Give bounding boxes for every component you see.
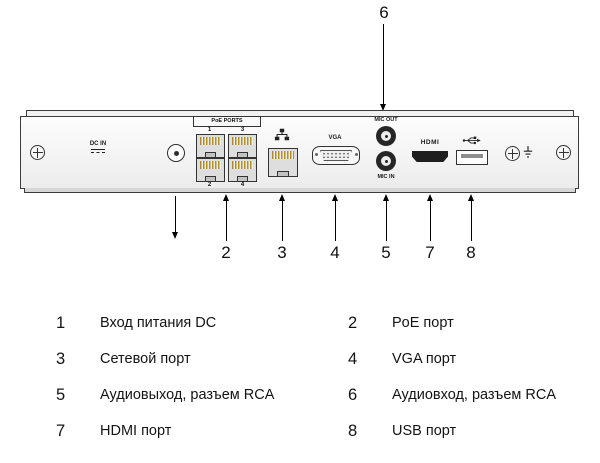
mic-in-label: MIC IN (377, 174, 395, 180)
poe-port-2 (196, 158, 225, 182)
legend-item-1: 1 Вход питания DC (48, 314, 340, 333)
callout-number-2: 2 (221, 243, 231, 262)
network-icon (274, 128, 290, 141)
usb-icon (462, 136, 481, 145)
callout-7-arrowhead-icon (426, 194, 433, 201)
legend-number: 3 (56, 349, 66, 368)
legend-number: 2 (348, 313, 358, 332)
callout-number-7: 7 (425, 243, 435, 262)
vga-label: VGA (328, 135, 342, 141)
legend-label: VGA порт (392, 351, 457, 367)
legend-item-6: 6 Аудиовход, разъем RCA (340, 386, 556, 405)
ground-symbol-icon (523, 146, 533, 158)
poe-port-4-number: 4 (240, 182, 245, 188)
poe-port-3 (228, 134, 257, 158)
right-mount-screw-icon (556, 145, 571, 160)
legend-item-3: 3 Сетевой порт (48, 350, 340, 369)
poe-port-1-number: 1 (207, 127, 212, 133)
callout-8-arrowhead-icon (467, 194, 474, 201)
poe-port-3-number: 3 (240, 127, 245, 133)
legend-number: 8 (348, 421, 358, 440)
callout-8-arrow-line (471, 201, 473, 241)
legend: 1 Вход питания DC 2 PoE порт 3 Сетевой п… (48, 305, 556, 449)
callout-number-8: 8 (466, 243, 476, 262)
legend-label: PoE порт (392, 315, 454, 331)
callout-5-arrowhead-icon (382, 194, 389, 201)
vga-port (312, 146, 360, 165)
callout-6-arrow-line (383, 24, 385, 104)
ground-screw-icon (505, 146, 520, 161)
callout-number-4: 4 (330, 243, 340, 262)
mic-out-label: MIC OUT (374, 117, 398, 123)
chassis-base (24, 188, 576, 193)
poe-bottom-numbers: 2 4 (193, 182, 259, 188)
callout-6-arrowhead-icon (380, 104, 386, 111)
callout-5-arrow-line (386, 201, 388, 241)
audio-out-rca-jack (376, 126, 396, 146)
callout-number-6: 6 (379, 3, 389, 22)
callout-1-arrowhead-icon (172, 232, 178, 239)
dc-in-label-group: DC IN (82, 141, 114, 153)
poe-ports-label: PoE PORTS (193, 116, 261, 127)
audio-in-rca-jack (376, 151, 396, 171)
callout-4-arrow-line (335, 201, 337, 241)
callout-3-arrowhead-icon (278, 194, 285, 201)
poe-port-2-number: 2 (207, 182, 212, 188)
legend-number: 4 (348, 349, 358, 368)
legend-item-8: 8 USB порт (340, 422, 556, 441)
left-mount-screw-icon (30, 145, 45, 160)
usb-port (456, 150, 488, 165)
legend-number: 7 (56, 421, 66, 440)
poe-port-1 (196, 134, 225, 158)
callout-4-arrowhead-icon (331, 194, 338, 201)
callout-7-arrow-line (430, 201, 432, 241)
poe-top-numbers: 1 3 (193, 127, 259, 133)
hdmi-port (412, 151, 448, 162)
callout-2-arrow-line (226, 201, 228, 241)
dc-in-label: DC IN (89, 141, 107, 147)
legend-item-5: 5 Аудиовыход, разъем RCA (48, 386, 340, 405)
legend-item-7: 7 HDMI порт (48, 422, 340, 441)
legend-number: 6 (348, 385, 358, 404)
callout-2-arrowhead-icon (222, 194, 229, 201)
callout-number-5: 5 (381, 243, 391, 262)
legend-item-2: 2 PoE порт (340, 314, 556, 333)
legend-label: Аудиовход, разъем RCA (392, 387, 556, 403)
legend-label: HDMI порт (100, 423, 172, 439)
vga-pin-field (320, 150, 352, 161)
poe-port-4 (228, 158, 257, 182)
legend-label: Сетевой порт (100, 351, 191, 367)
callout-1-arrow-line (175, 196, 177, 232)
legend-item-4: 4 VGA порт (340, 350, 556, 369)
legend-label: Аудиовыход, разъем RCA (100, 387, 275, 403)
callout-number-3: 3 (277, 243, 287, 262)
legend-label: Вход питания DC (100, 315, 217, 331)
hdmi-label: HDMI (420, 139, 440, 146)
legend-number: 1 (56, 313, 66, 332)
legend-label: USB порт (392, 423, 457, 439)
legend-number: 5 (56, 385, 66, 404)
dc-power-jack (167, 144, 185, 162)
callout-3-arrow-line (282, 201, 284, 241)
network-port (268, 148, 298, 177)
dc-current-symbol-icon (91, 149, 105, 153)
chassis-top-edge (26, 110, 574, 117)
